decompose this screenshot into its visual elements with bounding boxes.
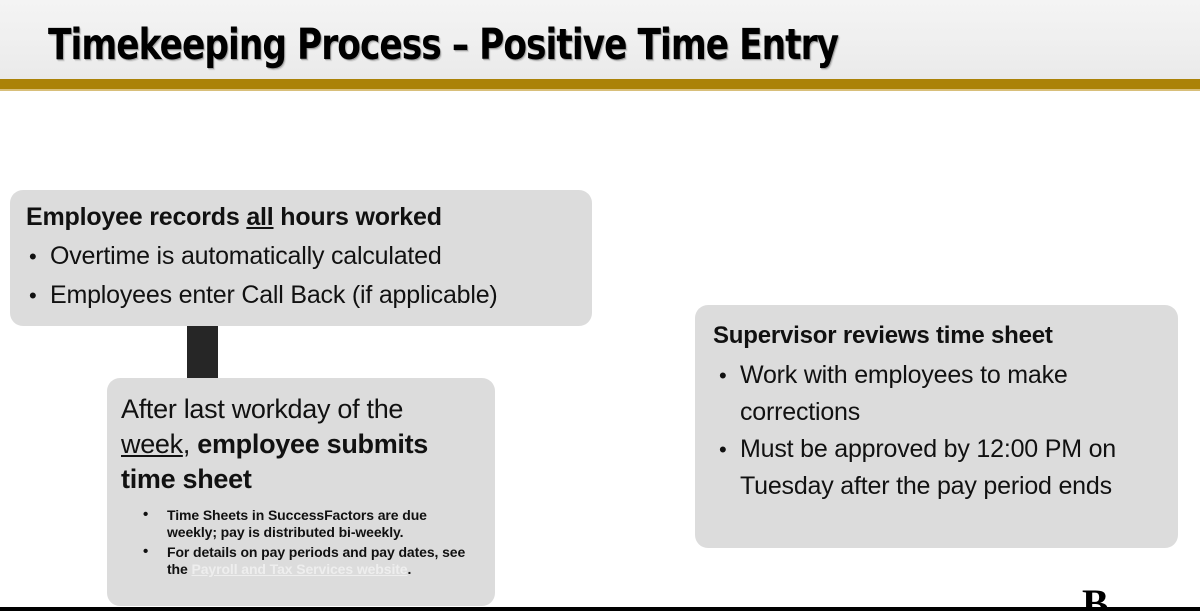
employee-bullet-list: Overtime is automatically calculated Emp… [26, 237, 576, 315]
title-band [0, 0, 1200, 79]
list-item: Must be approved by 12:00 PM on Tuesday … [713, 431, 1164, 505]
list-item: Work with employees to make corrections [713, 357, 1164, 431]
list-item: Overtime is automatically calculated [26, 237, 576, 276]
heading-emphasis-week: week [121, 429, 183, 459]
heading-text-part2: , [182, 429, 198, 459]
title-gold-rule-light [0, 89, 1200, 91]
employee-to-submits-connector [187, 326, 218, 379]
payroll-tax-services-link[interactable]: Payroll and Tax Services website [191, 561, 408, 577]
process-box-employee-submits: After last workday of the week, employee… [107, 378, 495, 606]
box-heading-submits: After last workday of the week, employee… [121, 392, 477, 497]
list-item: Employees enter Call Back (if applicable… [26, 276, 576, 315]
sub-bullet-text: Time Sheets in SuccessFactors are due we… [167, 507, 427, 540]
sub-bullet-text: For details on pay periods and pay dates… [167, 544, 466, 577]
sub-bullet-tail: . [407, 561, 412, 577]
process-box-employee-records: Employee records all hours worked Overti… [10, 190, 592, 326]
heading-text-part2: hours worked [273, 203, 442, 231]
title-gold-rule [0, 79, 1200, 89]
heading-text-part1: After last workday of the [121, 394, 404, 424]
process-box-supervisor-reviews: Supervisor reviews time sheet Work with … [695, 305, 1178, 548]
heading-text-part1: Employee records [26, 203, 247, 231]
list-item: Time Sheets in SuccessFactors are due we… [121, 506, 477, 541]
footer-brand-mark: B [1082, 584, 1109, 608]
footer-rule [0, 607, 1200, 611]
heading-emphasis-all: all [246, 203, 274, 231]
supervisor-bullet-list: Work with employees to make corrections … [713, 357, 1164, 505]
list-item: For details on pay periods and pay dates… [121, 543, 477, 578]
heading-text-bold: employee submits time sheet [121, 429, 429, 494]
submits-sub-bullet-list: Time Sheets in SuccessFactors are due we… [121, 506, 477, 578]
page-title: Timekeeping Process – Positive Time Entr… [48, 20, 839, 70]
box-heading-employee: Employee records all hours worked [26, 202, 576, 233]
box-heading-supervisor: Supervisor reviews time sheet [713, 322, 1053, 349]
